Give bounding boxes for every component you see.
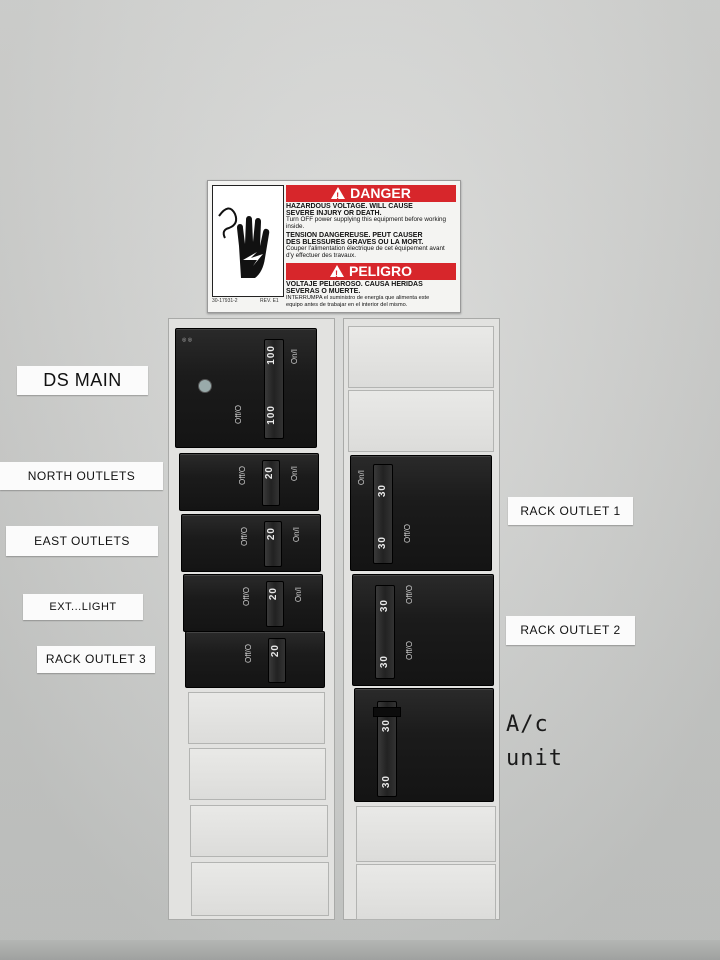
breaker-rack-outlet-1[interactable]: 30 30 On/I Off/O bbox=[350, 455, 492, 571]
main-breaker[interactable]: ◎ ◎ 100 100 On/I Off/O bbox=[175, 328, 317, 448]
main-breaker-rating: 100 bbox=[266, 345, 277, 365]
label-rack-outlet-1: RACK OUTLET 1 bbox=[508, 497, 633, 525]
breaker-rating: 20 bbox=[266, 527, 277, 541]
off-label: Off/O bbox=[242, 587, 251, 606]
breaker-handle[interactable] bbox=[262, 460, 280, 506]
breaker-rating: 30 bbox=[377, 484, 388, 498]
breaker-rating: 20 bbox=[270, 644, 281, 658]
off-label: Off/O bbox=[405, 641, 414, 660]
blank-knockout bbox=[348, 390, 494, 452]
breaker-rating: 20 bbox=[268, 587, 279, 601]
breaker-rating: 30 bbox=[379, 599, 390, 613]
main-breaker-rating: 100 bbox=[266, 405, 277, 425]
off-label: Off/O bbox=[238, 466, 247, 485]
english-warning-text: HAZARDOUS VOLTAGE. WILL CAUSE SEVERE INJ… bbox=[286, 203, 447, 230]
blank-knockout bbox=[190, 805, 328, 857]
panel-bottom-edge bbox=[0, 940, 720, 960]
part-number: 30-17931-2 bbox=[212, 298, 238, 304]
on-label: On/I bbox=[290, 466, 299, 482]
breaker-rating: 30 bbox=[381, 719, 392, 733]
off-label: Off/O bbox=[240, 527, 249, 546]
breaker-handle[interactable] bbox=[268, 638, 286, 683]
main-breaker-handle[interactable] bbox=[264, 339, 284, 439]
breaker-rack-outlet-3[interactable]: 20 Off/O bbox=[185, 631, 325, 688]
blank-knockout bbox=[356, 864, 496, 920]
danger-warning-label: 30-17931-2 REV. E1 DANGER HAZARDOUS VOLT… bbox=[207, 180, 461, 313]
on-label: On/I bbox=[357, 470, 366, 486]
breaker-rating: 30 bbox=[377, 536, 388, 550]
danger-title: DANGER bbox=[350, 185, 411, 201]
peligro-banner: PELIGRO bbox=[286, 263, 456, 283]
danger-banner: DANGER bbox=[286, 185, 456, 205]
peligro-title: PELIGRO bbox=[348, 263, 412, 279]
handle-tie-bar bbox=[373, 707, 401, 717]
label-east-outlets: EAST OUTLETS bbox=[6, 526, 158, 556]
breaker-ac-unit[interactable]: 30 30 bbox=[354, 688, 494, 802]
blank-knockout bbox=[348, 326, 494, 388]
breaker-rating: 20 bbox=[264, 466, 275, 480]
breaker-handle[interactable] bbox=[375, 585, 395, 679]
blank-knockout bbox=[189, 748, 326, 800]
on-label: On/I bbox=[290, 349, 299, 365]
electric-hazard-icon bbox=[212, 185, 284, 297]
label-ds-main: DS MAIN bbox=[17, 366, 148, 395]
breaker-handle[interactable] bbox=[264, 521, 282, 567]
off-label: Off/O bbox=[403, 524, 412, 543]
warning-triangle-icon bbox=[329, 265, 344, 283]
off-label: Off/O bbox=[234, 405, 243, 424]
french-warning-text: TENSION DANGEREUSE. PEUT CAUSER DES BLES… bbox=[286, 232, 445, 259]
mounting-screw-icon bbox=[198, 379, 212, 393]
off-label: Off/O bbox=[405, 585, 414, 604]
label-ext-light: EXT...LIGHT bbox=[23, 594, 143, 620]
blank-knockout bbox=[356, 806, 496, 862]
breaker-east-outlets[interactable]: 20 On/I Off/O bbox=[181, 514, 321, 572]
revision-number: REV. E1 bbox=[260, 298, 279, 304]
breaker-ext-light[interactable]: 20 On/I Off/O bbox=[183, 574, 323, 632]
breaker-handle[interactable] bbox=[377, 701, 397, 797]
breaker-handle[interactable] bbox=[373, 464, 393, 564]
on-label: On/I bbox=[294, 587, 303, 603]
handwritten-ac-label: A/c unit bbox=[506, 712, 563, 771]
breaker-handle[interactable] bbox=[266, 581, 284, 627]
breaker-north-outlets[interactable]: 20 On/I Off/O bbox=[179, 453, 319, 511]
warning-triangle-icon bbox=[331, 187, 346, 205]
breaker-rack-outlet-2[interactable]: 30 30 Off/O Off/O bbox=[352, 574, 494, 686]
label-rack-outlet-3: RACK OUTLET 3 bbox=[37, 646, 155, 673]
label-north-outlets: NORTH OUTLETS bbox=[0, 462, 163, 490]
on-label: On/I bbox=[292, 527, 301, 543]
blank-knockout bbox=[191, 862, 329, 916]
blank-knockout bbox=[188, 692, 325, 744]
off-label: Off/O bbox=[244, 644, 253, 663]
breaker-rating: 30 bbox=[381, 775, 392, 789]
breaker-rating: 30 bbox=[379, 655, 390, 669]
breaker-ul-mark-icon: ◎ ◎ bbox=[182, 337, 193, 343]
spanish-warning-text: VOLTAJE PELIGROSO. CAUSA HERIDAS SEVERAS… bbox=[286, 281, 430, 308]
label-rack-outlet-2: RACK OUTLET 2 bbox=[506, 616, 635, 645]
